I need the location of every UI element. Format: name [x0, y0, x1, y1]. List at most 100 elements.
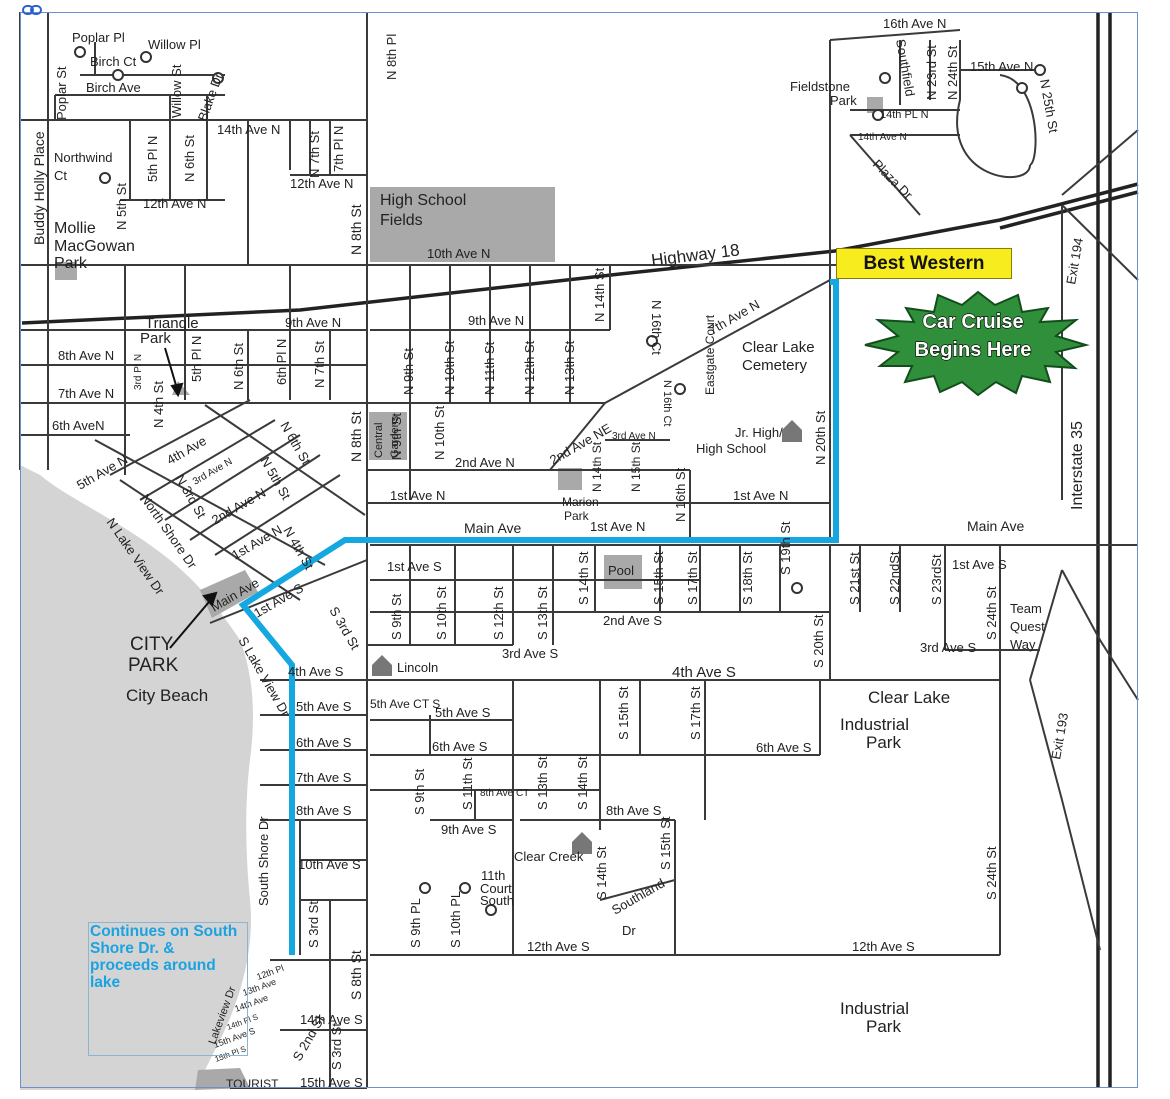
street-label: S 24th St [984, 846, 999, 900]
street-label: 5th Ave N [74, 452, 130, 493]
street-label: 2nd Ave S [603, 613, 662, 628]
street-label: 1st Ave S [952, 557, 1007, 572]
street-label: N 8th St [348, 204, 364, 255]
city-park-patch [200, 570, 258, 618]
street-label: 15th Ave S [300, 1075, 363, 1090]
place-label: Park [140, 330, 171, 347]
street-label: Southfield [893, 38, 918, 98]
place-label: Park [564, 509, 590, 523]
street-label: Northwind [54, 150, 113, 165]
marion-park-patch [558, 468, 582, 490]
clear-lake-water [20, 465, 253, 1090]
place-label: High School [696, 441, 766, 456]
street-label: N 9th St [389, 413, 404, 460]
street-label: Willow Pl [148, 37, 201, 52]
place-label: Park [866, 733, 901, 752]
place-label: Lincoln [397, 660, 438, 675]
street-label: S 9th St [412, 768, 427, 815]
street-label: S 10th PL [448, 891, 463, 948]
place-label: Marion [562, 495, 599, 509]
street-label: S 23rdSt [929, 554, 944, 605]
street-label: 10th Ave N [427, 246, 490, 261]
street-label: S 17th St [688, 686, 703, 740]
street-label: Quest [1010, 619, 1045, 634]
link-icon[interactable] [22, 2, 44, 18]
place-label: Park [866, 1017, 901, 1036]
street-label: Poplar Pl [72, 30, 125, 45]
place-labels: Mollie MacGowan Park High School Fields … [54, 79, 950, 1036]
place-label: Mollie [54, 220, 96, 237]
street-label: S 19th St [778, 521, 793, 575]
street-label: N 4th St [151, 381, 166, 428]
street-label: S 15th St [616, 686, 631, 740]
street-label: Birch Ct [90, 54, 137, 69]
street-label: 14th Ave N [217, 122, 280, 137]
street-label: N 16th Ct [649, 300, 664, 355]
street-label: S 13th St [535, 586, 550, 640]
street-label: S 15th St [658, 816, 673, 870]
street-label: 7th Ave S [296, 770, 352, 785]
street-label: S 18th St [740, 551, 755, 605]
street-label: 12th Ave S [852, 939, 915, 954]
street-label: 5th Pl N [189, 336, 204, 382]
street-label: 14th Ave S [300, 1012, 363, 1027]
street-label: S 3rd St [306, 901, 321, 948]
street-label: Ct [54, 168, 67, 183]
street-label: S 8th St [348, 950, 364, 1000]
street-label: 9th Ave S [441, 822, 497, 837]
place-label: CITY [130, 634, 174, 655]
place-label: MacGowan [54, 238, 135, 255]
high-school-fields [370, 187, 555, 262]
place-label: Triangle [145, 315, 199, 332]
place-label: Gardens [389, 415, 401, 458]
street-label: 6th Ave S [432, 739, 488, 754]
street-label: S 9th PL [408, 898, 423, 948]
street-label: 5th Ave S [296, 699, 352, 714]
street-label: 6th AveN [52, 418, 105, 433]
street-label: N 15th St [629, 441, 643, 492]
car-cruise-line1: Car Cruise [922, 311, 1023, 333]
street-label: South [480, 893, 514, 908]
street-label: S 14th St [594, 846, 609, 900]
street-label: 1st Ave N [390, 488, 445, 503]
street-label: 1st Ave N [733, 488, 788, 503]
street-label: S 10th St [434, 586, 449, 640]
street-label: N 9th St [401, 348, 416, 395]
street-label: 14th PL N [880, 109, 929, 121]
street-label: N 4th St [280, 524, 317, 573]
street-label: N 16th St [673, 467, 688, 522]
street-label: South Shore Dr [256, 816, 271, 906]
street-label: S 14th St [575, 756, 590, 810]
street-label: 7th Pl N [331, 126, 346, 172]
street-label: 16th Ave N [883, 16, 946, 31]
street-label: Birch Ave [86, 80, 141, 95]
street-label: Main Ave [464, 520, 522, 536]
place-label: PARK [128, 655, 179, 676]
cul-de-sacs [74, 46, 1046, 916]
street-label: Buddy Holly Place [31, 131, 47, 245]
route-continues-note: Continues on South Shore Dr. & proceeds … [88, 922, 248, 1056]
street-label: S 21st St [847, 552, 862, 605]
street-label: 3rd Ave S [920, 640, 976, 655]
pool-patch [604, 555, 642, 589]
street-label: 6th Pl N [274, 339, 289, 385]
street-label: S 24th St [984, 586, 999, 640]
building-icons [372, 420, 802, 854]
street-label: S 14th St [576, 551, 591, 605]
street-label: N 14th St [590, 441, 604, 492]
place-label: Central [373, 423, 385, 458]
tourist-patch [195, 1068, 250, 1090]
street-label: S 20th St [811, 614, 826, 668]
street-label: S 15th St [651, 551, 666, 605]
street-label: N 20th St [813, 410, 828, 465]
street-label: Court [480, 881, 512, 896]
street-label: 1st Ave S [387, 559, 442, 574]
street-label: 9th Ave N [468, 313, 524, 328]
street-label: N 11th St [482, 341, 497, 395]
street-label: S 12th St [491, 586, 506, 640]
street-label: 12th Ave N [290, 176, 353, 191]
street-label: S 17th St [685, 551, 700, 605]
street-label: Exit 194 [1063, 237, 1086, 286]
street-label: 2nd Ave N [455, 455, 515, 470]
